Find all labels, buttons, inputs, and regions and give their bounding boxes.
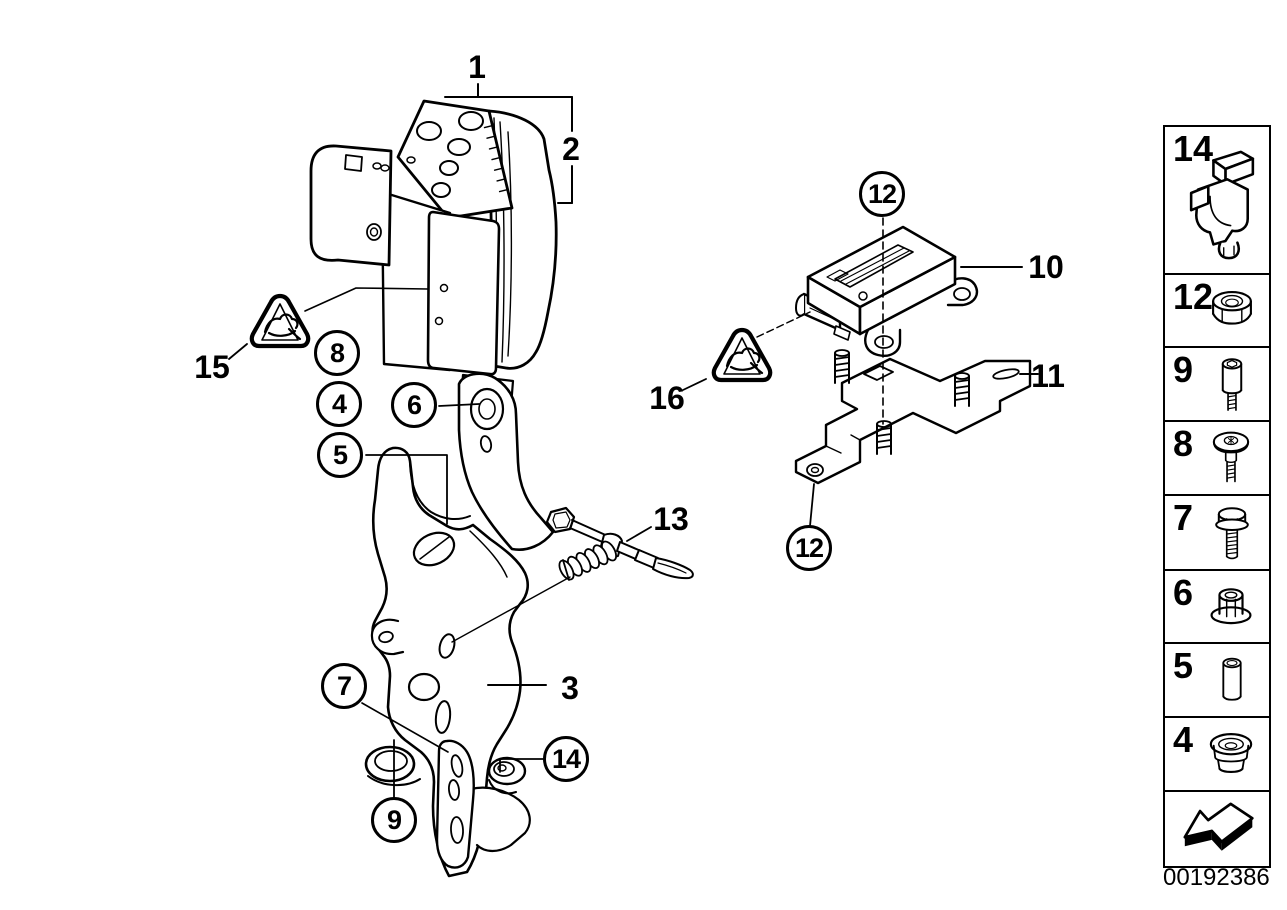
bracket-drawing (364, 372, 555, 878)
threaded-studs (834, 349, 970, 455)
legend-label: 7 (1173, 497, 1194, 538)
part-label-16[interactable]: 16 (649, 380, 685, 416)
rubber-grommet-icon (1209, 733, 1253, 773)
legend-item-5[interactable]: 5 (1163, 642, 1271, 718)
callout-7[interactable]: 7 (321, 663, 367, 709)
legend-label: 14 (1173, 128, 1214, 169)
part-label-10[interactable]: 10 (1028, 249, 1064, 285)
warning-triangle-15 (249, 293, 311, 349)
legend-label: 6 (1173, 572, 1194, 613)
part-label-15[interactable]: 15 (194, 349, 230, 385)
callout-5[interactable]: 5 (317, 432, 363, 478)
legend-item-9[interactable]: 9 (1163, 346, 1271, 422)
hazard-glyph-icon (725, 347, 764, 375)
legend-nav-box[interactable] (1163, 790, 1271, 868)
label-1-2-leader-lines (444, 83, 573, 204)
part-label-1[interactable]: 1 (468, 49, 486, 85)
legend-item-6[interactable]: 6 (1163, 569, 1271, 644)
callout-12-top[interactable]: 12 (859, 171, 905, 217)
callout-4[interactable]: 4 (316, 381, 362, 427)
part-label-11[interactable]: 11 (1031, 358, 1065, 394)
standoff-screw-icon (1221, 358, 1243, 411)
control-unit-drawing (795, 225, 979, 357)
mounting-plate-drawing (794, 349, 1032, 485)
legend-item-12[interactable]: 12 (1163, 273, 1271, 348)
spring-coil (558, 540, 617, 581)
legend-label: 8 (1173, 423, 1194, 464)
part-label-2[interactable]: 2 (562, 131, 580, 167)
callout-6[interactable]: 6 (391, 382, 437, 428)
back-arrow-icon (1183, 802, 1254, 851)
shoulder-screw-icon (1212, 431, 1250, 483)
warning-triangle-16 (711, 327, 773, 383)
legend-item-14[interactable]: 14 (1163, 125, 1271, 275)
leader-lines (228, 217, 1039, 799)
legend-label: 12 (1173, 276, 1214, 317)
legend-item-4[interactable]: 4 (1163, 716, 1271, 792)
flange-nut-icon (1210, 588, 1252, 625)
part-label-3[interactable]: 3 (561, 670, 579, 706)
legend-label: 4 (1173, 719, 1194, 760)
flange-bolt-icon (1215, 507, 1249, 560)
cable-clip-icon (1189, 150, 1255, 260)
sensor-cable-strap-drawing (545, 506, 694, 581)
callout-14[interactable]: 14 (543, 736, 589, 782)
callout-9[interactable]: 9 (371, 797, 417, 843)
callout-12-bottom[interactable]: 12 (786, 525, 832, 571)
legend-label: 9 (1173, 349, 1194, 390)
legend-item-8[interactable]: 8 (1163, 420, 1271, 496)
hazard-glyph-icon (263, 313, 302, 341)
legend-item-7[interactable]: 7 (1163, 494, 1271, 571)
legend-label: 5 (1173, 645, 1194, 686)
document-number: 00192386 (1163, 864, 1270, 891)
part-label-13[interactable]: 13 (653, 501, 689, 537)
spacer-sleeve-icon (1222, 657, 1242, 701)
hex-nut-icon (1212, 291, 1252, 325)
callout-8[interactable]: 8 (314, 330, 360, 376)
